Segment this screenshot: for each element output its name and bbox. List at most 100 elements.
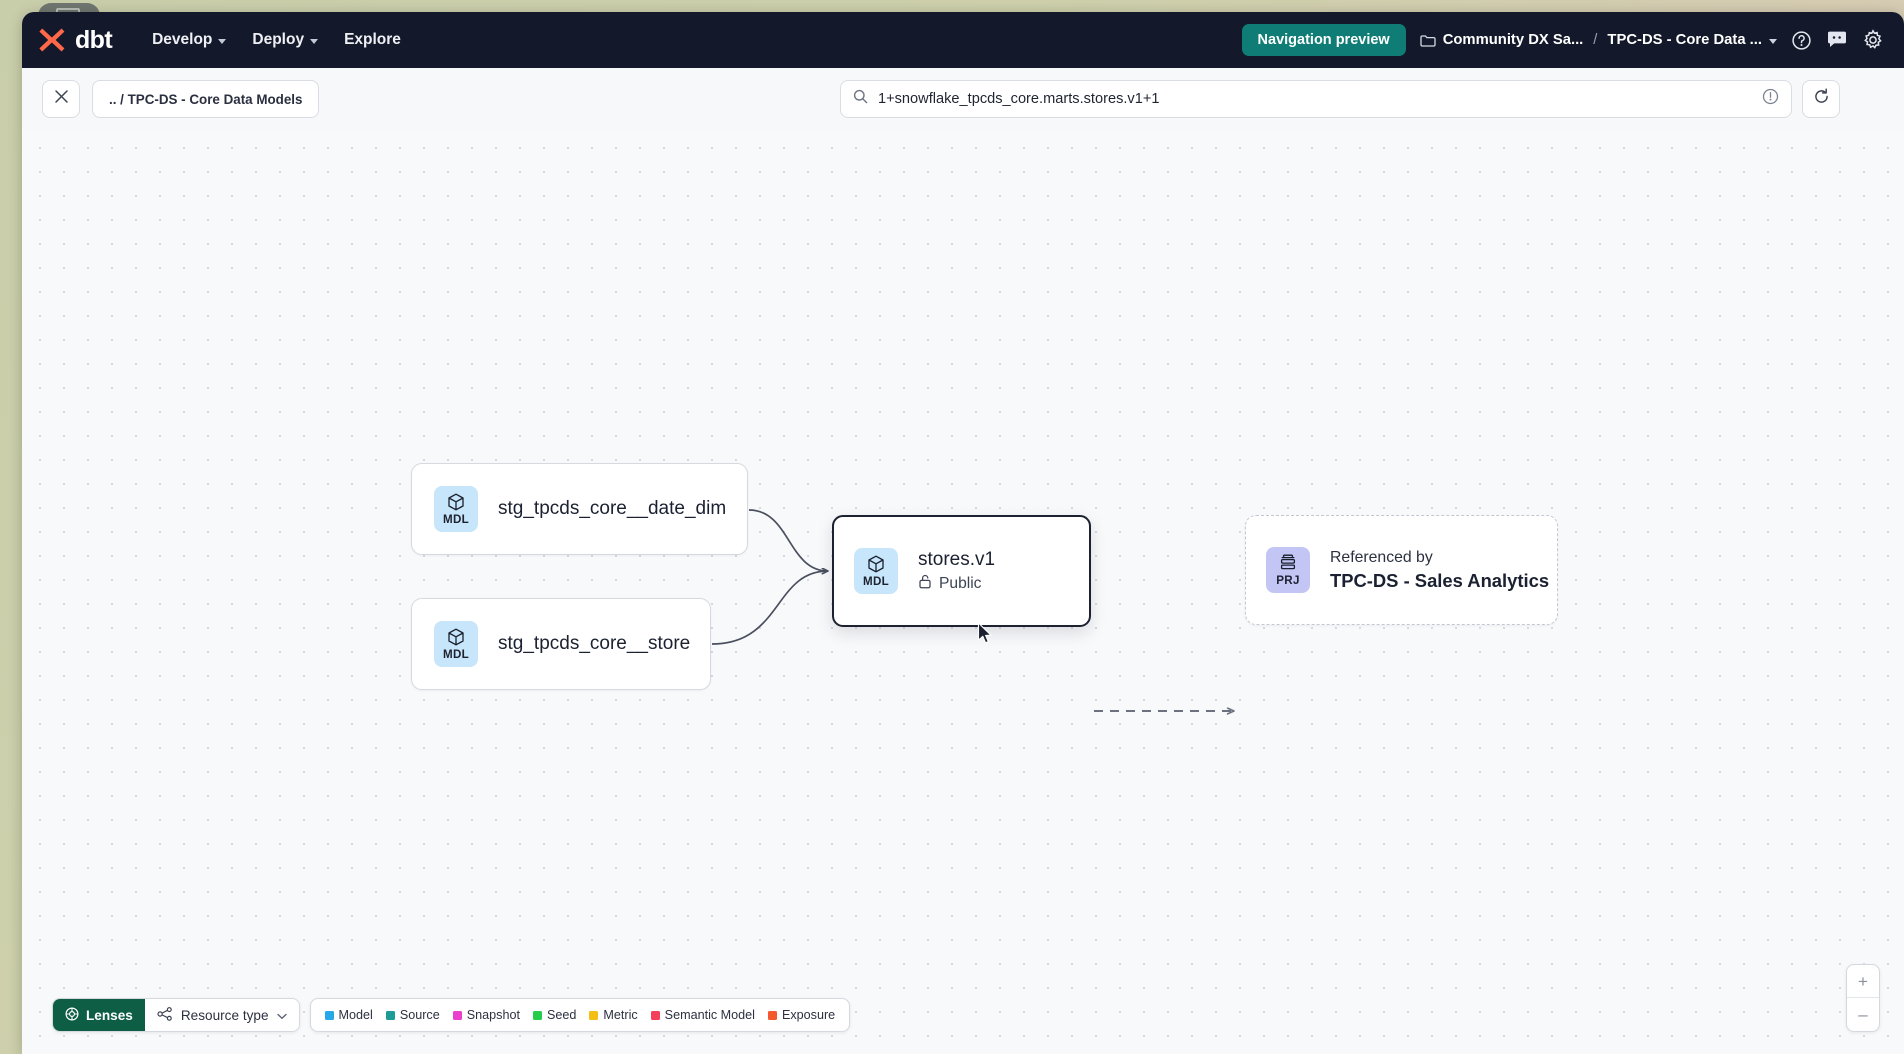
search-area [840,80,1840,118]
nav-item-develop-label: Develop [152,31,213,48]
nav-item-deploy-label: Deploy [252,31,305,48]
search-icon [853,89,868,109]
lenses-label: Lenses [86,1007,133,1023]
graph-node-stores-v1[interactable]: MDL stores.v1 Public [832,515,1091,627]
legend-item-semantic-model: Semantic Model [650,1008,755,1022]
navigation-preview-button[interactable]: Navigation preview [1241,24,1406,56]
graph-node-referenced-by-project[interactable]: PRJ Referenced by TPC-DS - Sales Analyti… [1245,515,1558,625]
close-lineage-button[interactable] [42,80,80,118]
top-nav-right-group: Navigation preview Community DX Sa... / … [1241,24,1884,56]
legend-label: Metric [603,1008,638,1022]
legend-swatch [650,1010,660,1020]
refresh-button[interactable] [1802,80,1840,118]
unlock-icon [918,574,932,594]
legend-label: Model [338,1008,373,1022]
resource-type-dropdown[interactable]: Resource type [144,999,299,1031]
node-badge-label: MDL [862,575,889,588]
lineage-bottom-controls: Lenses Resource type [52,998,851,1032]
resource-type-legend: Model Source Snapshot Seed [309,998,851,1032]
dbt-logo[interactable]: dbt [38,25,113,55]
legend-item-source: Source [385,1008,440,1022]
feedback-chat-icon[interactable] [1826,30,1848,50]
cube-icon [446,627,466,647]
resource-graph-icon [157,1006,173,1024]
chevron-down-icon [310,38,319,44]
zoom-in-button[interactable]: + [1847,965,1879,998]
refresh-icon [1813,88,1830,110]
node-badge-label: MDL [442,648,469,661]
lenses-button[interactable]: Lenses [53,999,145,1031]
folder-icon [1420,34,1436,47]
legend-swatch [532,1010,542,1020]
node-access-row: Public [918,574,995,594]
nav-item-deploy[interactable]: Deploy [242,24,328,56]
node-body: Referenced by TPC-DS - Sales Analytics [1330,549,1549,592]
node-type-badge-prj: PRJ [1266,547,1310,593]
node-access-label: Public [939,574,982,592]
search-box[interactable] [840,80,1792,118]
edge-stg-store-to-stores [711,571,828,645]
node-type-badge-mdl: MDL [854,548,898,594]
node-title: TPC-DS - Sales Analytics [1330,569,1550,591]
legend-item-model: Model [324,1008,373,1022]
nav-item-explore[interactable]: Explore [334,24,411,56]
legend-swatch [324,1010,334,1020]
dbt-x-logo-icon [38,27,66,53]
node-preline: Referenced by [1330,548,1433,566]
cube-icon [866,554,886,574]
legend-label: Seed [546,1008,577,1022]
node-body: stg_tpcds_core__date_dim [498,498,726,520]
legend-swatch [589,1010,599,1020]
chevron-down-icon [276,1008,287,1023]
breadcrumb-separator: / [1593,32,1598,48]
legend-item-metric: Metric [589,1008,638,1022]
node-body: stg_tpcds_core__store [498,633,690,655]
dbt-wordmark: dbt [75,25,113,54]
node-title: stg_tpcds_core__store [498,633,691,654]
zoom-out-button[interactable]: – [1858,1005,1868,1024]
lineage-toolbar: .. / TPC-DS - Core Data Models [22,68,1904,130]
top-navigation-bar: dbt Develop Deploy Explore Navigation pr… [22,12,1904,68]
edge-layer [711,509,1904,1054]
legend-label: Exposure [781,1008,836,1022]
breadcrumb-account-label: Community DX Sa... [1442,32,1584,48]
close-x-icon [54,89,69,109]
graph-node-stg-tpcds-core-date-dim[interactable]: MDL stg_tpcds_core__date_dim [411,463,748,555]
project-stack-icon [1278,553,1298,573]
node-type-badge-mdl: MDL [434,486,478,532]
cube-icon [446,492,466,512]
resource-type-label: Resource type [180,1007,269,1023]
legend-swatch [767,1010,777,1020]
app-window: dbt Develop Deploy Explore Navigation pr… [22,12,1904,1054]
legend-label: Source [399,1008,440,1022]
legend-swatch [452,1010,462,1020]
lens-icon [65,1006,79,1024]
graph-node-stg-tpcds-core-store[interactable]: MDL stg_tpcds_core__store [411,598,711,690]
breadcrumb-pill[interactable]: .. / TPC-DS - Core Data Models [92,80,320,118]
legend-item-seed: Seed [532,1008,577,1022]
zoom-controls: + – [1846,964,1880,1032]
info-circle-icon[interactable] [1762,88,1779,110]
nav-item-develop[interactable]: Develop [142,24,236,56]
chevron-down-icon [1769,38,1777,44]
node-badge-label: PRJ [1276,574,1300,587]
legend-swatch [385,1010,395,1020]
legend-label: Snapshot [466,1008,520,1022]
gear-icon[interactable] [1862,29,1884,51]
chevron-down-icon [218,38,227,44]
help-circle-icon[interactable] [1791,30,1812,51]
breadcrumb-project[interactable]: TPC-DS - Core Data ... [1607,32,1777,48]
search-input[interactable] [878,91,1752,107]
breadcrumb-project-label: TPC-DS - Core Data ... [1607,32,1762,48]
lineage-canvas[interactable]: MDL stg_tpcds_core__date_dim MDL [22,130,1904,1054]
node-badge-label: MDL [442,513,469,526]
edge-stg-date-dim-to-stores [748,509,828,571]
nav-item-explore-label: Explore [344,31,401,48]
legend-item-snapshot: Snapshot [452,1008,520,1022]
legend-label: Semantic Model [664,1008,755,1022]
node-title: stores.v1 [918,548,996,570]
legend-item-exposure: Exposure [767,1008,836,1022]
breadcrumb-account[interactable]: Community DX Sa... [1420,32,1584,48]
node-type-badge-mdl: MDL [434,621,478,667]
